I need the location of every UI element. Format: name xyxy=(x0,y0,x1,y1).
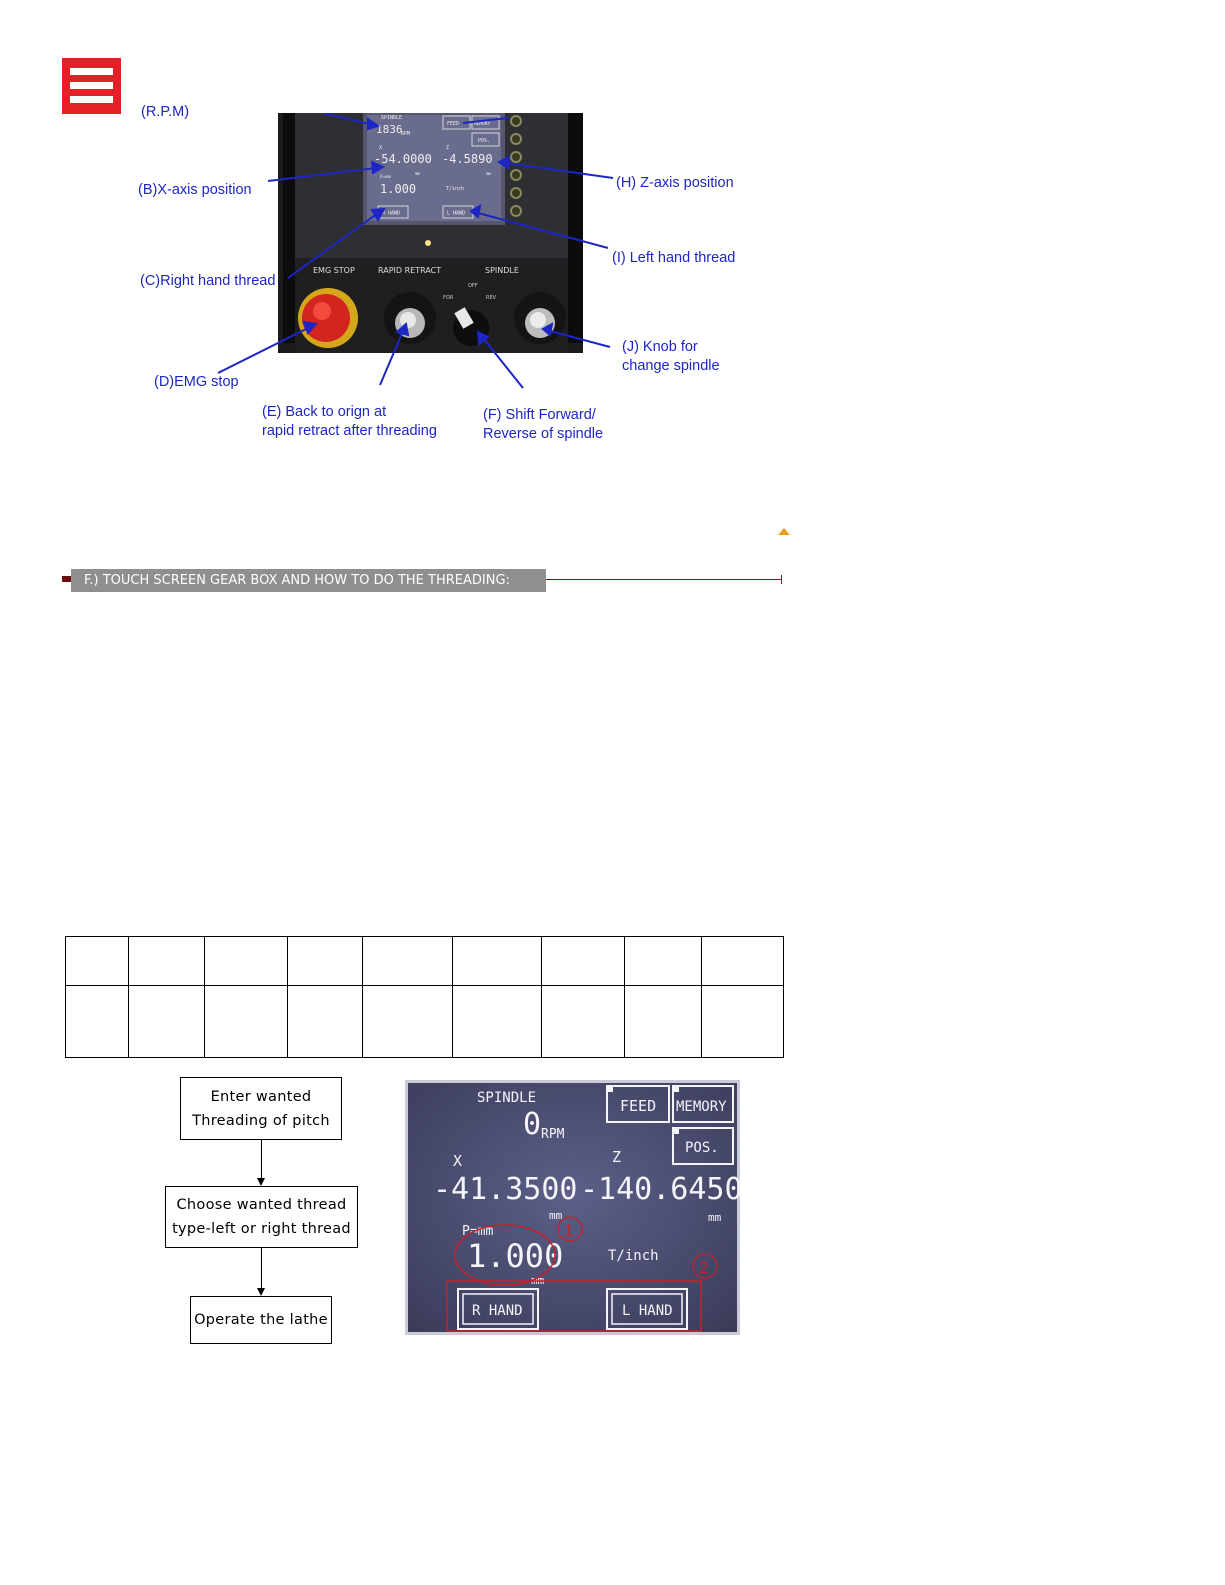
table-row xyxy=(65,935,784,987)
mini-z-value: -4.5890 xyxy=(442,152,493,166)
marker-1-label: 1 xyxy=(564,1221,573,1240)
table-cell xyxy=(541,935,625,987)
table-cell xyxy=(204,985,288,1058)
callout-spindle-knob: (J) Knob for change spindle xyxy=(622,339,720,374)
lcd-spindle-label: SPINDLE xyxy=(477,1090,536,1106)
table-cell xyxy=(204,935,288,987)
flowchart-step-operate: Operate the lathe xyxy=(190,1296,332,1344)
lcd-memory-button: MEMORY xyxy=(676,1099,727,1115)
panel-label-emg: EMG STOP xyxy=(313,266,355,275)
callout-z-axis: (H) Z-axis position xyxy=(616,175,734,191)
lcd-r-hand-button: R HAND xyxy=(472,1303,523,1319)
flowchart-step-enter-pitch: Enter wanted Threading of pitch xyxy=(180,1077,342,1140)
marker-2-label: 2 xyxy=(699,1258,708,1277)
panel-label-rev: REV xyxy=(486,295,497,301)
mini-z-unit: mm xyxy=(486,171,491,176)
mini-tinch-label: T/inch xyxy=(446,186,464,192)
lcd-z-label: Z xyxy=(612,1148,621,1166)
mini-x-value: -54.0000 xyxy=(374,152,432,166)
table-cell xyxy=(65,935,129,987)
mini-feed-button: FEED xyxy=(447,121,459,127)
mini-rpm-unit: RPM xyxy=(401,131,410,137)
callout-back-to-origin: (E) Back to orign at rapid retract after… xyxy=(262,404,437,439)
section-divider xyxy=(546,579,782,580)
table-cell xyxy=(287,985,363,1058)
table-cell xyxy=(362,935,453,987)
callout-a-partial: (R.P.M) xyxy=(141,104,190,120)
lcd-feed-button: FEED xyxy=(620,1097,656,1115)
lcd-tinch-label: T/inch xyxy=(608,1248,659,1264)
mini-x-unit: mm xyxy=(415,171,420,176)
menu-bar xyxy=(70,68,113,75)
callout-right-hand-thread: (C)Right hand thread xyxy=(140,273,276,289)
callout-forward-reverse: (F) Shift Forward/ Reverse of spindle xyxy=(483,407,604,442)
control-panel-figure: EMG STOP RAPID RETRACT SPINDLE OFF FOR R… xyxy=(138,104,753,448)
marker-1-circle xyxy=(557,1216,583,1242)
mini-z-label: Z xyxy=(446,145,449,151)
table-cell xyxy=(624,935,702,987)
flowchart-connector xyxy=(261,1140,262,1178)
table-cell xyxy=(541,985,625,1058)
table-cell xyxy=(452,935,542,987)
table-row xyxy=(65,985,784,1058)
table-cell xyxy=(362,985,453,1058)
lcd-z-value: -140.6450 xyxy=(580,1172,740,1207)
lcd-x-label: X xyxy=(453,1152,462,1170)
table-cell xyxy=(701,935,784,987)
panel-label-off: OFF xyxy=(468,283,478,289)
lcd-x-value: -41.3500 xyxy=(433,1172,578,1207)
lcd-pos-button: POS. xyxy=(685,1140,719,1156)
hamburger-menu-icon[interactable] xyxy=(62,58,121,114)
mini-pitch-value: 1.000 xyxy=(380,182,416,196)
table-cell xyxy=(128,935,205,987)
table-cell xyxy=(287,935,363,987)
callout-emg-stop: (D)EMG stop xyxy=(154,374,239,390)
callout-x-axis: (B)X-axis position xyxy=(138,182,252,198)
lcd-screen: SPINDLE 0 RPM FEED MEMORY POS. X Z -41.3… xyxy=(405,1080,740,1335)
lcd-rpm-unit: RPM xyxy=(541,1127,565,1142)
section-title: F.) TOUCH SCREEN GEAR BOX AND HOW TO DO … xyxy=(71,569,546,592)
table-cell xyxy=(128,985,205,1058)
callout-left-hand-thread: (I) Left hand thread xyxy=(612,250,736,266)
mini-pos-button: POS. xyxy=(478,138,490,144)
mini-rpm-value: 1836 xyxy=(376,123,403,136)
flowchart-connector xyxy=(261,1248,262,1288)
mini-p-label: P=mm xyxy=(380,174,391,180)
table-cell xyxy=(65,985,129,1058)
lcd-screen-photo: SPINDLE 0 RPM FEED MEMORY POS. X Z -41.3… xyxy=(405,1080,740,1335)
panel-label-rapid: RAPID RETRACT xyxy=(378,266,441,275)
control-panel-photo: EMG STOP RAPID RETRACT SPINDLE OFF FOR R… xyxy=(217,113,614,389)
marker-2-circle xyxy=(692,1253,718,1279)
menu-bar xyxy=(70,96,113,103)
lcd-x-unit: mm xyxy=(549,1209,563,1222)
panel-label-spindle: SPINDLE xyxy=(485,266,519,275)
table-cell xyxy=(452,985,542,1058)
mini-spindle-label: SPINDLE xyxy=(381,115,402,121)
spec-table xyxy=(65,935,784,1058)
lcd-pitch-value: 1.000 xyxy=(467,1237,563,1275)
flowchart-step-choose-thread: Choose wanted thread type-left or right … xyxy=(165,1186,358,1248)
mini-x-label: X xyxy=(379,145,382,151)
mini-l-hand-button: L HAND xyxy=(447,211,465,217)
menu-bar xyxy=(70,82,113,89)
arrow-down-icon xyxy=(257,1288,265,1296)
panel-label-for: FOR xyxy=(443,295,454,301)
lcd-z-unit: mm xyxy=(708,1211,722,1224)
table-cell xyxy=(624,985,702,1058)
arrow-down-icon xyxy=(257,1178,265,1186)
lcd-rpm-value: 0 xyxy=(523,1107,541,1142)
table-cell xyxy=(701,985,784,1058)
mini-memory-button: MEMORY xyxy=(474,121,491,127)
up-triangle-icon[interactable] xyxy=(778,528,790,535)
section-divider-end xyxy=(781,575,782,584)
pitch-highlight-ellipse xyxy=(454,1224,556,1286)
hand-buttons-highlight xyxy=(446,1280,702,1332)
lcd-l-hand-button: L HAND xyxy=(622,1303,673,1319)
mini-r-hand-button: R HAND xyxy=(382,211,400,217)
